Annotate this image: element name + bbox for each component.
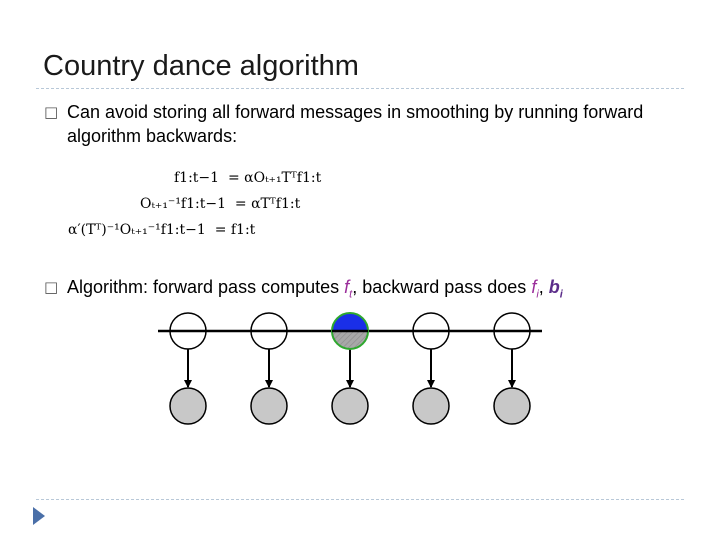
equation-2-rhs: = αTᵀf1:t — [234, 196, 301, 212]
bullet-marker-2: □ — [44, 278, 59, 296]
observed-node-3 — [331, 387, 369, 425]
next-slide-arrow-icon[interactable] — [31, 505, 47, 527]
title-divider — [36, 88, 684, 89]
bullet-2-middle: , backward pass does — [352, 277, 532, 297]
slide-title: Country dance algorithm — [43, 50, 359, 82]
equation-2-lhs: Oₜ₊₁⁻¹f1:t−1 — [140, 196, 227, 212]
observed-node-2 — [250, 387, 288, 425]
bullet-2-separator: , — [538, 277, 549, 297]
backward-message-i: bi — [548, 277, 563, 301]
forward-message-i: fi — [531, 277, 539, 301]
highlighted-node-top — [332, 313, 368, 331]
forward-message-t: ft — [344, 277, 353, 301]
equation-2: Oₜ₊₁⁻¹f1:t−1 = αTᵀf1:t — [140, 196, 300, 212]
equation-1-rhs: = αOₜ₊₁Tᵀf1:t — [227, 170, 322, 186]
bullet-2-prefix: Algorithm: forward pass computes — [67, 277, 345, 297]
equation-3: α′(Tᵀ)⁻¹Oₜ₊₁⁻¹f1:t−1 = f1:t — [68, 222, 255, 238]
equation-3-lhs: α′(Tᵀ)⁻¹Oₜ₊₁⁻¹f1:t−1 — [68, 222, 206, 238]
bullet-text-1: Can avoid storing all forward messages i… — [67, 102, 644, 146]
observed-node-4 — [412, 387, 450, 425]
observed-node-1 — [169, 387, 207, 425]
bullet-text-2: Algorithm: forward pass computes ft, bac… — [67, 275, 563, 307]
equation-1-lhs: f1:t−1 — [174, 170, 220, 186]
equation-1: f1:t−1 = αOₜ₊₁Tᵀf1:t — [174, 170, 321, 186]
bullet-marker-1: □ — [44, 103, 59, 121]
highlighted-node-bottom — [332, 331, 368, 349]
observed-node-5 — [493, 387, 531, 425]
equation-3-rhs: = f1:t — [214, 222, 256, 238]
footer-divider — [36, 499, 684, 500]
